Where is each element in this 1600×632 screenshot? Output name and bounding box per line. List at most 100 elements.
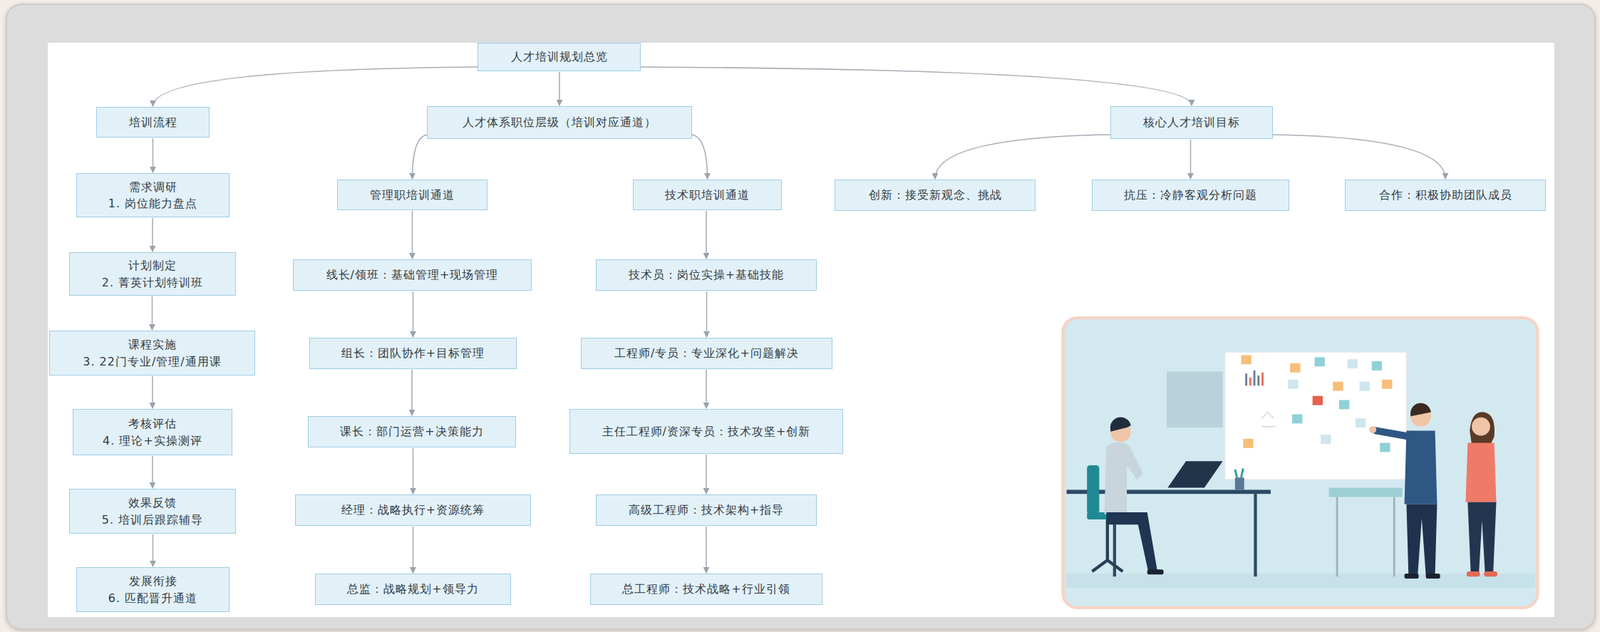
node-text: 需求调研 [128, 178, 178, 196]
sticky-note [1287, 379, 1298, 390]
process-box: 计划制定2. 菁英计划特训班 [69, 252, 236, 296]
node-text: 6. 匹配晋升通道 [108, 590, 198, 607]
level-box: 主任工程师/资深专员：技术攻坚+创新 [569, 409, 844, 454]
node-text: 合作：积极协助团队成员 [1379, 186, 1513, 204]
chair-base [1091, 519, 1123, 572]
chart-bar [1257, 375, 1260, 386]
sticky-note [1312, 396, 1323, 406]
node-text: 课程实施 [128, 336, 177, 353]
node-text: 4. 理论+实操测评 [102, 432, 203, 449]
process-box: 需求调研1. 岗位能力盘点 [76, 173, 230, 218]
connector-arrow [1272, 134, 1446, 179]
level-box: 工程师/专员：专业深化+问题解决 [580, 337, 833, 370]
sticky-note [1339, 399, 1350, 410]
node-text: 课长：部门运营+决策能力 [339, 423, 484, 440]
sticky-note [1359, 382, 1370, 392]
level-box: 技术员：岗位实操+基础技能 [595, 259, 817, 291]
node-text: 2. 菁英计划特训班 [101, 274, 204, 291]
connector-arrow [412, 526, 415, 574]
connector-arrow [705, 369, 707, 409]
sticky-note [1292, 414, 1303, 424]
window [1166, 371, 1223, 428]
node-text: 高级工程师：技术架构+指导 [628, 501, 784, 519]
sticky-note [1346, 359, 1357, 369]
title-box: 人才培训规划总览 [477, 42, 641, 72]
level-box: 组长：团队协作+目标管理 [309, 337, 517, 370]
node-text: 1. 岗位能力盘点 [108, 195, 198, 212]
level-box: 总工程师：技术战略+行业引领 [590, 573, 823, 606]
node-text: 总工程师：技术战略+行业引领 [622, 580, 790, 598]
board-sketch [1261, 412, 1276, 427]
chair-back [1086, 465, 1099, 515]
top [1465, 443, 1496, 503]
goal-box: 抗压：冷静客观分析问题 [1091, 179, 1290, 211]
process-box: 课程实施3. 22门专业/管理/通用课 [49, 330, 256, 376]
node-text: 管理职培训通道 [369, 186, 455, 204]
office-illustration [1061, 316, 1540, 610]
connector-arrow [705, 210, 707, 259]
node-text: 组长：团队协作+目标管理 [341, 344, 485, 362]
node-text: 计划制定 [128, 257, 177, 274]
node-text: 线长/领班：基础管理+现场管理 [326, 266, 499, 283]
goal-box: 合作：积极协助团队成员 [1344, 179, 1546, 211]
mug [1235, 477, 1245, 490]
chart-bar [1253, 370, 1256, 386]
pointing-arm [1375, 430, 1411, 437]
trousers [1467, 502, 1496, 574]
channel-box: 技术职培训通道 [632, 179, 782, 211]
hair [1410, 403, 1432, 417]
connector-arrow [412, 448, 415, 494]
node-text: 创新：接受新观念、挑战 [868, 186, 1003, 204]
level-box: 经理：战略执行+资源统筹 [295, 494, 531, 526]
connector-arrow [151, 296, 154, 330]
node-text: 5. 培训后跟踪辅导 [101, 511, 204, 529]
desk-leg [1253, 493, 1257, 577]
connector-arrow [412, 134, 428, 179]
chart-bar [1249, 377, 1252, 386]
sticky-note [1381, 379, 1392, 390]
sticky-note [1320, 434, 1331, 445]
connector-arrow [152, 138, 154, 173]
standing-man [1369, 403, 1441, 579]
connector-arrow [692, 134, 708, 179]
floor [1065, 573, 1536, 588]
node-text: 技术员：岗位实操+基础技能 [628, 266, 784, 283]
sticky-note [1332, 382, 1343, 392]
hair [1469, 411, 1495, 445]
card-ground [1063, 317, 1538, 608]
connector-arrow [151, 376, 154, 409]
sticky-note [1242, 439, 1253, 449]
whiteboard [1225, 352, 1407, 577]
node-text: 人才培训规划总览 [511, 48, 608, 65]
chart-bar [1245, 373, 1248, 386]
connector-arrow [1190, 139, 1192, 179]
shirt [1104, 442, 1144, 515]
node-text: 3. 22门专业/管理/通用课 [82, 353, 222, 370]
head [1471, 417, 1491, 437]
connector-arrow [411, 210, 414, 259]
level-box: 总监：战略规划+领导力 [315, 573, 512, 606]
plant [1235, 468, 1243, 478]
trousers [1406, 503, 1437, 576]
goal-box: 创新：接受新观念、挑战 [834, 179, 1036, 211]
hand [1369, 426, 1377, 434]
node-text: 总监：战略规划+领导力 [347, 580, 479, 598]
shoe [1404, 573, 1419, 579]
sticky-note [1379, 443, 1390, 453]
connector-arrow [706, 291, 708, 338]
branch-box: 核心人才培训目标 [1110, 106, 1273, 139]
board [1225, 352, 1407, 480]
node-text: 工程师/专员：专业深化+问题解决 [614, 344, 799, 362]
node-text: 核心人才培训目标 [1143, 114, 1241, 131]
node-text: 主任工程师/资深专员：技术攻坚+创新 [602, 423, 812, 440]
connector-arrow [151, 218, 154, 252]
process-box: 发展衔接6. 匹配晋升通道 [76, 567, 230, 613]
node-text: 发展衔接 [128, 573, 178, 590]
node-text: 技术职培训通道 [664, 186, 750, 204]
desk-scene [1066, 416, 1271, 577]
node-text: 培训流程 [128, 114, 178, 131]
sweater [1404, 430, 1438, 504]
connector-arrow [152, 534, 154, 567]
connector-arrow [705, 526, 707, 574]
